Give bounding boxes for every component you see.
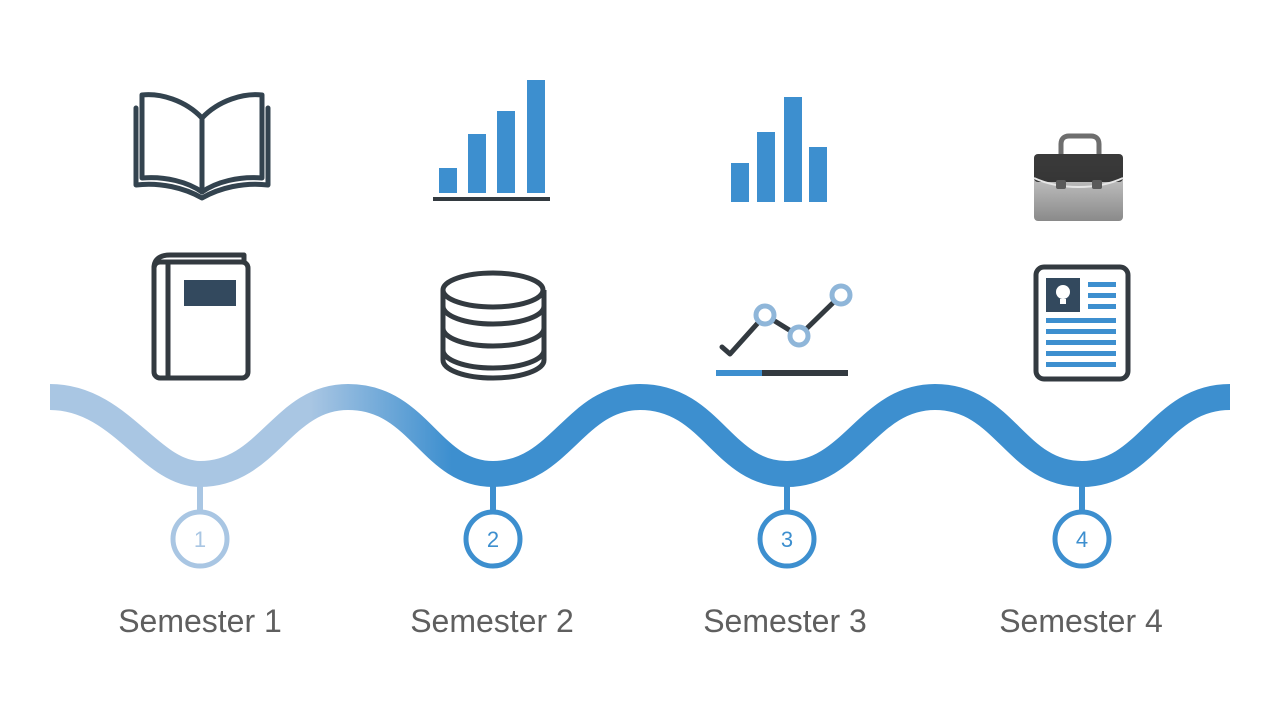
stage-number: 3 bbox=[781, 527, 793, 552]
stage-4: 4 Semester 4 bbox=[999, 480, 1163, 639]
closed-book-icon bbox=[151, 252, 251, 381]
stage-number: 4 bbox=[1076, 527, 1088, 552]
stage-number-badge bbox=[463, 509, 523, 569]
resume-document-icon bbox=[1033, 264, 1131, 382]
line-chart-progress-icon bbox=[716, 283, 853, 376]
stage-1: 1 Semester 1 bbox=[118, 480, 282, 639]
open-book-icon bbox=[133, 92, 271, 201]
stage-number: 2 bbox=[487, 527, 499, 552]
stage-number-badge bbox=[757, 509, 817, 569]
database-icon bbox=[440, 270, 547, 381]
briefcase-icon bbox=[1033, 133, 1124, 221]
stage-number-badge bbox=[170, 509, 230, 569]
timeline-wave bbox=[49, 383, 1231, 488]
stage-label: Semester 1 bbox=[118, 603, 282, 639]
stage-number-badge bbox=[1052, 509, 1112, 569]
bar-chart-growth-icon bbox=[433, 80, 550, 201]
stage-label: Semester 3 bbox=[703, 603, 867, 639]
stage-label: Semester 2 bbox=[410, 603, 574, 639]
stage-label: Semester 4 bbox=[999, 603, 1163, 639]
stage-2: 2 Semester 2 bbox=[410, 480, 574, 639]
bar-chart-icon bbox=[731, 97, 827, 202]
stage-3: 3 Semester 3 bbox=[703, 480, 867, 639]
stage-number: 1 bbox=[194, 527, 206, 552]
